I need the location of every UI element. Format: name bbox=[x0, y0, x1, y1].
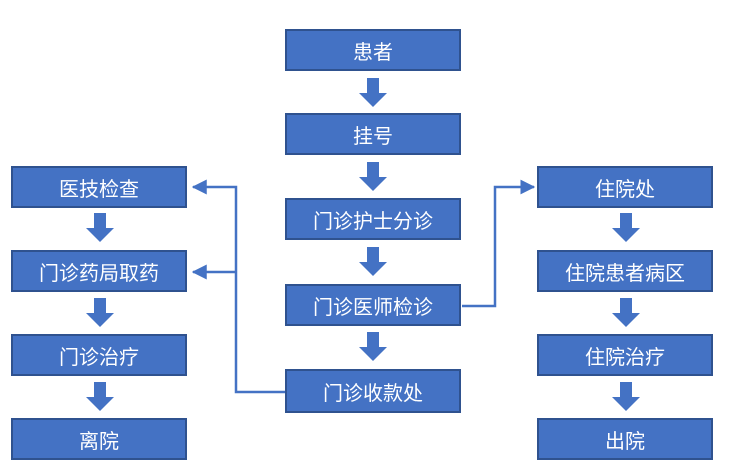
connector-doctor-to-admission bbox=[462, 179, 536, 308]
down-arrow-register-triage bbox=[359, 162, 387, 191]
down-arrow-triage-doctor bbox=[359, 247, 387, 276]
node-inpatient-treatment-label: 住院治疗 bbox=[585, 344, 665, 369]
down-arrow-admission-ward bbox=[612, 213, 640, 242]
node-treatment: 门诊治疗 bbox=[11, 334, 187, 376]
down-arrow-treatment-leave bbox=[86, 382, 114, 411]
node-cashier: 门诊收款处 bbox=[285, 369, 461, 413]
node-medical-tests: 医技检查 bbox=[11, 166, 187, 208]
node-treatment-label: 门诊治疗 bbox=[59, 344, 139, 369]
down-arrow-ward-treatment bbox=[612, 298, 640, 327]
node-pharmacy-label: 门诊药局取药 bbox=[39, 260, 159, 285]
node-discharge: 出院 bbox=[537, 418, 713, 460]
node-inpatient-treatment: 住院治疗 bbox=[537, 334, 713, 376]
down-arrow-doctor-cashier bbox=[359, 332, 387, 361]
connector-cashier-to-tests bbox=[191, 179, 285, 394]
node-triage-label: 门诊护士分诊 bbox=[313, 208, 433, 233]
node-pharmacy: 门诊药局取药 bbox=[11, 250, 187, 292]
node-medical-tests-label: 医技检查 bbox=[59, 176, 139, 201]
node-doctor-exam: 门诊医师检诊 bbox=[285, 284, 461, 326]
node-patient-label: 患者 bbox=[353, 39, 393, 64]
down-arrow-patient-register bbox=[359, 78, 387, 107]
node-leave-label: 离院 bbox=[79, 428, 119, 453]
down-arrow-pharmacy-treatment bbox=[86, 298, 114, 327]
down-arrow-treatment-discharge bbox=[612, 382, 640, 411]
node-discharge-label: 出院 bbox=[605, 428, 645, 453]
node-leave: 离院 bbox=[11, 418, 187, 460]
node-cashier-label: 门诊收款处 bbox=[323, 380, 423, 405]
node-admission-label: 住院处 bbox=[595, 176, 655, 201]
node-admission: 住院处 bbox=[537, 166, 713, 208]
node-register: 挂号 bbox=[285, 113, 461, 155]
down-arrow-tests-pharmacy bbox=[86, 213, 114, 242]
node-ward-label: 住院患者病区 bbox=[565, 260, 685, 285]
node-triage: 门诊护士分诊 bbox=[285, 198, 461, 240]
node-register-label: 挂号 bbox=[353, 123, 393, 148]
node-doctor-exam-label: 门诊医师检诊 bbox=[313, 294, 433, 319]
node-ward: 住院患者病区 bbox=[537, 250, 713, 292]
node-patient: 患者 bbox=[285, 29, 461, 71]
